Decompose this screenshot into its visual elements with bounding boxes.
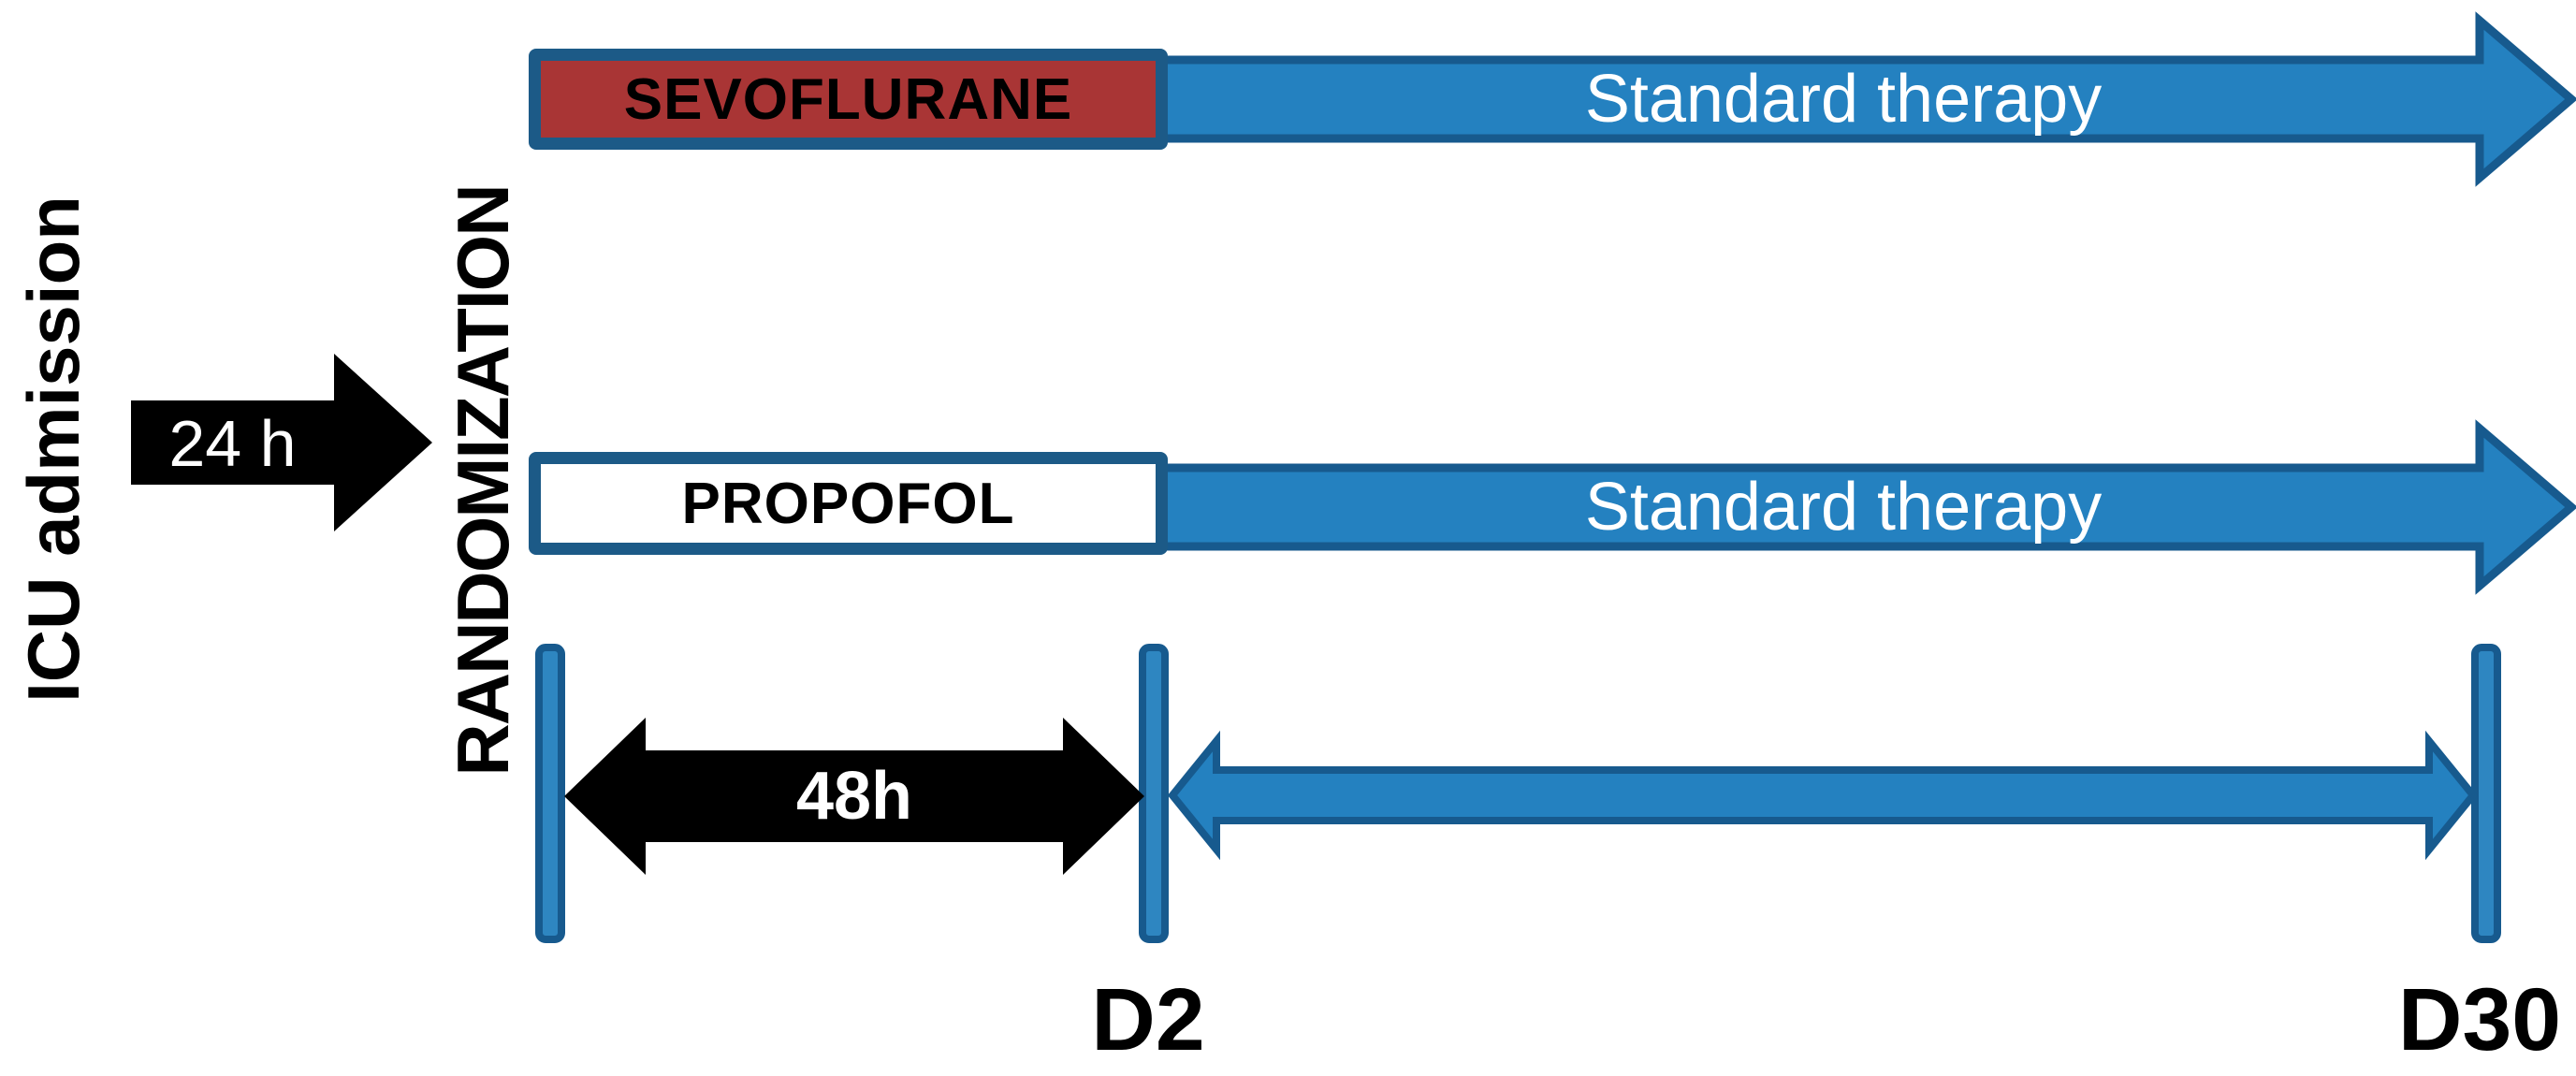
admission-arrow — [131, 354, 432, 531]
timeline-tick-d2 — [1139, 644, 1169, 943]
sedation-period-double-arrow — [564, 718, 1144, 875]
icu-admission-label: ICU admission — [11, 196, 95, 703]
sevoflurane-box-label: SEVOFLURANE — [623, 66, 1073, 132]
d30-label: D30 — [2397, 970, 2562, 1069]
propofol-box: PROPOFOL — [529, 452, 1168, 555]
randomization-label: RANDOMIZATION — [441, 185, 524, 777]
timeline-tick-d30 — [2471, 644, 2501, 943]
followup-period-double-arrow — [1167, 730, 2479, 861]
duration-48h-label: 48h — [795, 759, 913, 834]
standard-therapy-label-bottom: Standard therapy — [1584, 470, 2103, 545]
d2-label: D2 — [1091, 970, 1205, 1069]
sevoflurane-box: SEVOFLURANE — [529, 49, 1168, 150]
timeline-tick-start — [535, 644, 565, 943]
standard-therapy-label-top: Standard therapy — [1584, 62, 2103, 137]
duration-24h-label: 24 h — [168, 407, 297, 480]
propofol-box-label: PROPOFOL — [681, 471, 1015, 536]
